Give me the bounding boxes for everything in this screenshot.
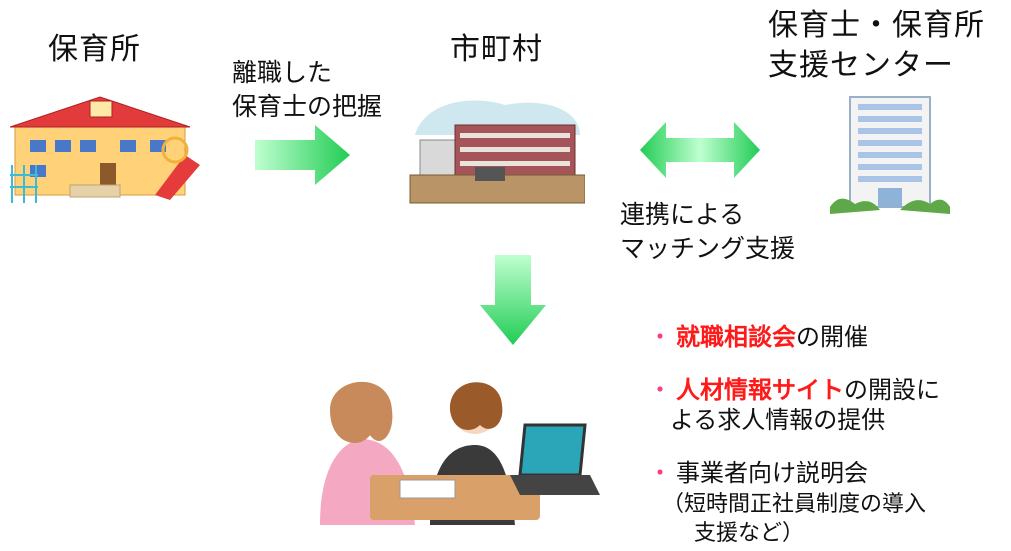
bullet-1-text: の開催 bbox=[796, 323, 868, 351]
bullet-1-highlight: 就職相談会 bbox=[676, 323, 796, 351]
note-right-line1: 離職した bbox=[232, 58, 333, 87]
down-arrow-icon bbox=[480, 255, 546, 345]
consultation-illustration bbox=[320, 381, 600, 525]
bullet-2-line2: よる求人情報の提供 bbox=[670, 406, 886, 434]
bullet-item-1: ・就職相談会の開催 bbox=[648, 322, 868, 352]
note-right-line2: 保育士の把握 bbox=[232, 92, 383, 121]
bullet-item-2: ・人材情報サイトの開設に bbox=[648, 375, 940, 405]
label-center-line2: 支援センター bbox=[768, 48, 954, 83]
note-both-line2: マッチング支援 bbox=[620, 234, 796, 263]
double-arrow-icon bbox=[640, 122, 760, 178]
note-both-line1: 連携による bbox=[620, 200, 745, 229]
city-hall-illustration bbox=[409, 100, 585, 204]
bullet-item-3: ・事業者向け説明会 bbox=[648, 458, 868, 488]
bullet-dot: ・ bbox=[648, 459, 672, 487]
bullet-2-highlight: 人材情報サイト bbox=[676, 376, 844, 404]
label-shichoson: 市町村 bbox=[450, 32, 543, 67]
bullet-dot: ・ bbox=[648, 376, 672, 404]
right-arrow-icon bbox=[255, 125, 350, 185]
label-hoikusho: 保育所 bbox=[48, 32, 141, 67]
bullet-dot: ・ bbox=[648, 323, 672, 351]
nursery-school-illustration bbox=[10, 96, 200, 203]
office-building-illustration bbox=[830, 96, 950, 214]
bullet-3-text: 事業者向け説明会 bbox=[676, 459, 868, 487]
label-center-line1: 保育士・保育所 bbox=[768, 8, 985, 43]
bullet-2-text: の開設に bbox=[844, 376, 940, 404]
bullet-3-sub1: （短時間正社員制度の導入 bbox=[662, 492, 927, 517]
bullet-3-sub2: 支援など） bbox=[694, 521, 805, 546]
